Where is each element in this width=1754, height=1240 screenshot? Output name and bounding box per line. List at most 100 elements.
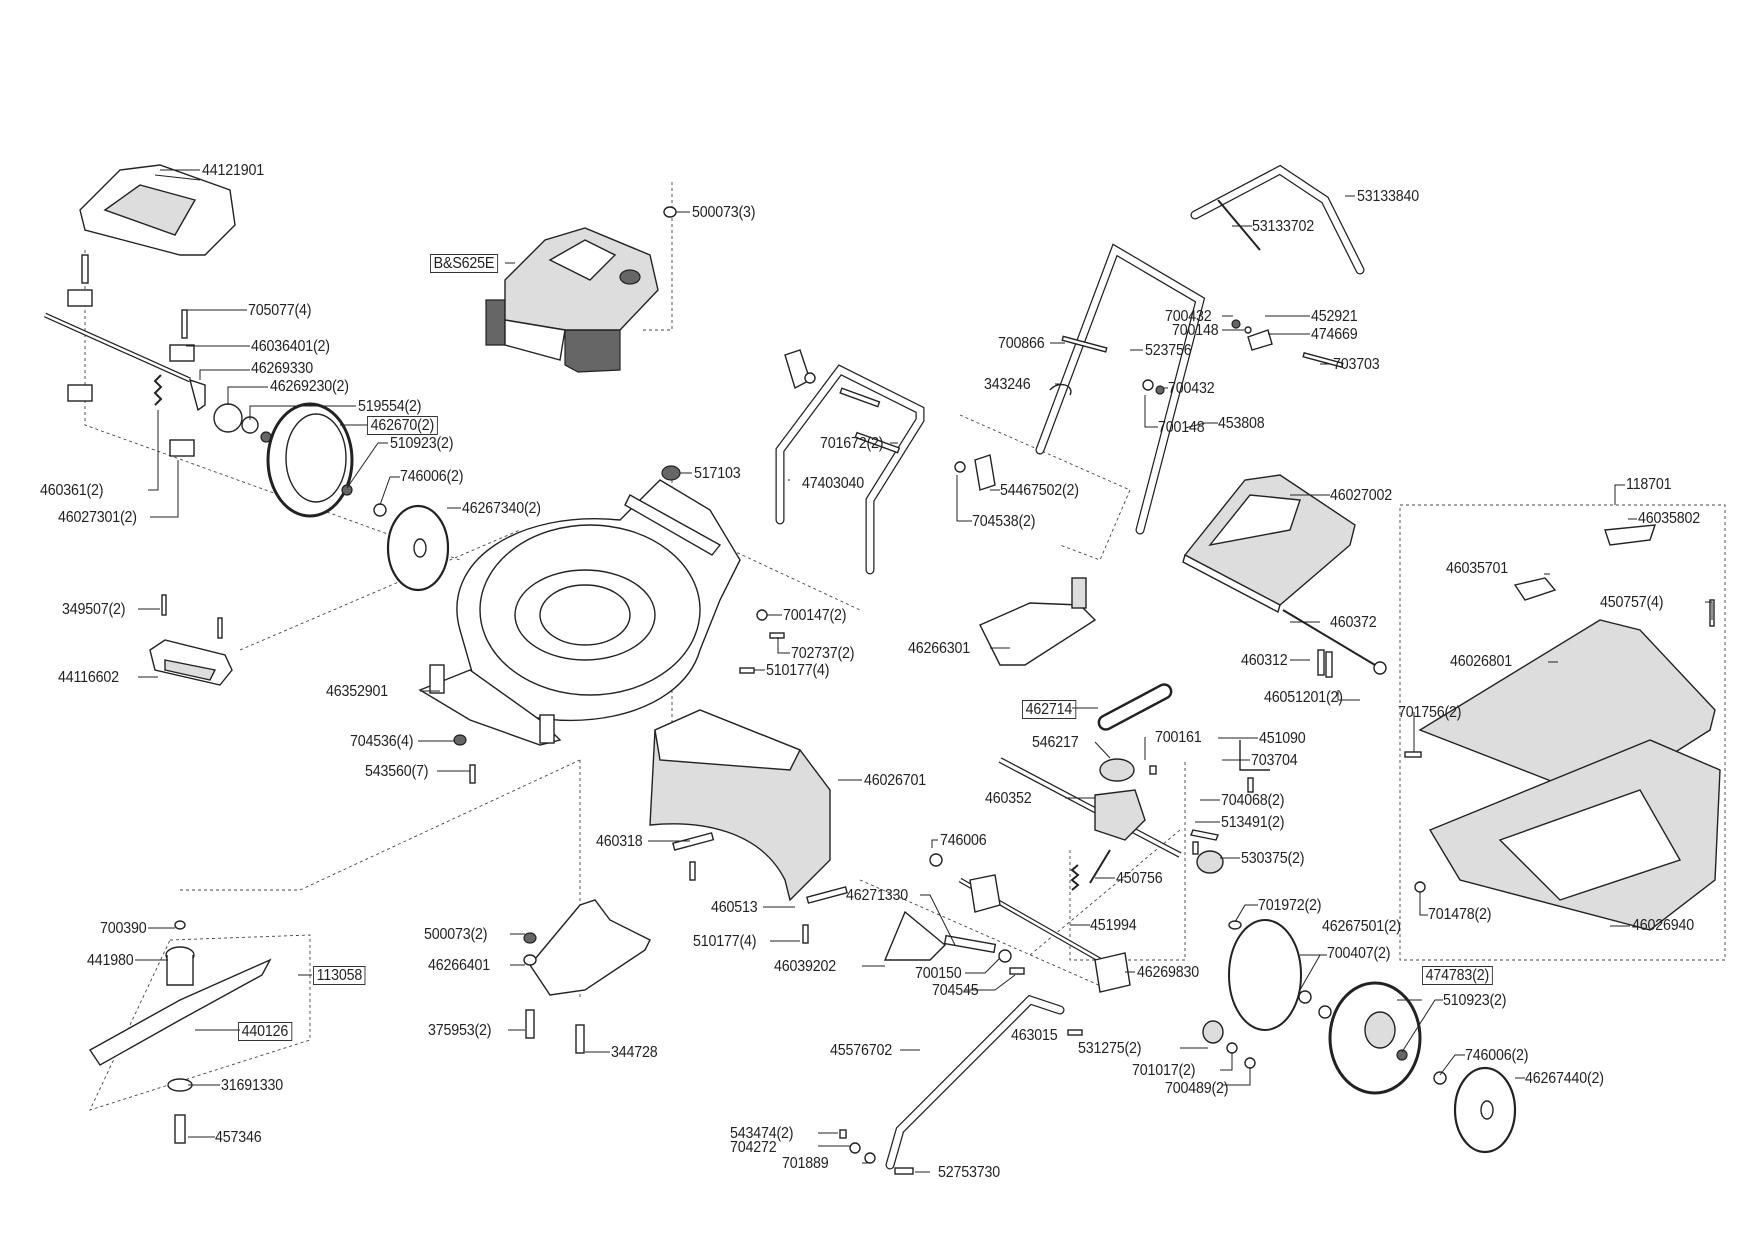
part-label-46271330[interactable]: 46271330 (846, 887, 908, 904)
part-label-46269330[interactable]: 46269330 (251, 360, 313, 377)
part-label-453808[interactable]: 453808 (1218, 415, 1265, 432)
part-label-45576702[interactable]: 45576702 (830, 1042, 892, 1059)
part-label-510177-deck[interactable]: 510177(4) (766, 662, 830, 679)
part-label-463015[interactable]: 463015 (1011, 1027, 1058, 1044)
part-label-344728[interactable]: 344728 (611, 1044, 658, 1061)
part-label-460318[interactable]: 460318 (596, 833, 643, 850)
part-label-702737[interactable]: 702737(2) (791, 645, 855, 662)
part-label-451090[interactable]: 451090 (1259, 730, 1306, 747)
part-label-462714[interactable]: 462714 (1022, 700, 1076, 719)
part-label-700150[interactable]: 700150 (915, 965, 962, 982)
part-label-700148-bottom[interactable]: 700148 (1158, 419, 1205, 436)
part-label-44121901[interactable]: 44121901 (202, 162, 264, 179)
part-label-47403040[interactable]: 47403040 (802, 475, 864, 492)
part-label-701478[interactable]: 701478(2) (1428, 906, 1492, 923)
part-label-701972[interactable]: 701972(2) (1258, 897, 1322, 914)
part-label-474783[interactable]: 474783(2) (1422, 966, 1493, 985)
part-label-700147[interactable]: 700147(2) (783, 607, 847, 624)
part-label-46266301[interactable]: 46266301 (908, 640, 970, 657)
part-label-452921[interactable]: 452921 (1311, 308, 1358, 325)
part-label-700489[interactable]: 700489(2) (1165, 1080, 1229, 1097)
part-label-460312[interactable]: 460312 (1241, 652, 1288, 669)
part-label-460352[interactable]: 460352 (985, 790, 1032, 807)
part-label-704536[interactable]: 704536(4) (350, 733, 414, 750)
part-label-500073-top[interactable]: 500073(3) (692, 204, 756, 221)
part-label-746006-rear[interactable]: 746006(2) (1465, 1047, 1529, 1064)
part-label-523756[interactable]: 523756 (1145, 342, 1192, 359)
part-label-53133702[interactable]: 53133702 (1252, 218, 1314, 235)
part-label-543560[interactable]: 543560(7) (365, 763, 429, 780)
part-label-531275[interactable]: 531275(2) (1078, 1040, 1142, 1057)
part-label-450756[interactable]: 450756 (1116, 870, 1163, 887)
part-label-440126[interactable]: 440126 (238, 1022, 292, 1041)
part-label-460372[interactable]: 460372 (1330, 614, 1377, 631)
part-label-46267440[interactable]: 46267440(2) (1525, 1070, 1604, 1087)
part-label-701672[interactable]: 701672(2) (820, 435, 884, 452)
part-label-510923-rear[interactable]: 510923(2) (1443, 992, 1507, 1009)
part-label-457346[interactable]: 457346 (215, 1129, 262, 1146)
part-label-46269830[interactable]: 46269830 (1137, 964, 1199, 981)
part-label-701889[interactable]: 701889 (782, 1155, 829, 1172)
part-label-375953[interactable]: 375953(2) (428, 1022, 492, 1039)
part-label-31691330[interactable]: 31691330 (221, 1077, 283, 1094)
part-label-700432-top[interactable]: 700432 (1165, 308, 1212, 325)
part-label-46035701[interactable]: 46035701 (1446, 560, 1508, 577)
part-label-519554[interactable]: 519554(2) (358, 398, 422, 415)
part-label-engine[interactable]: B&S625E (430, 254, 498, 273)
part-label-441980[interactable]: 441980 (87, 952, 134, 969)
part-label-543474[interactable]: 543474(2) (730, 1125, 794, 1142)
part-label-451994[interactable]: 451994 (1090, 917, 1137, 934)
part-label-546217[interactable]: 546217 (1032, 734, 1079, 751)
part-label-530375[interactable]: 530375(2) (1241, 850, 1305, 867)
part-label-460361[interactable]: 460361(2) (40, 482, 104, 499)
part-label-701756[interactable]: 701756(2) (1398, 704, 1462, 721)
part-label-704068[interactable]: 704068(2) (1221, 792, 1285, 809)
part-label-704272[interactable]: 704272 (730, 1139, 777, 1156)
part-label-701017[interactable]: 701017(2) (1132, 1062, 1196, 1079)
part-label-700432-bottom[interactable]: 700432 (1168, 380, 1215, 397)
part-label-460513[interactable]: 460513 (711, 899, 758, 916)
part-label-46035802[interactable]: 46035802 (1638, 510, 1700, 527)
part-label-700148-top[interactable]: 700148 (1172, 322, 1219, 339)
part-label-46026701[interactable]: 46026701 (864, 772, 926, 789)
part-label-113058[interactable]: 113058 (313, 966, 366, 985)
part-label-517103[interactable]: 517103 (694, 465, 741, 482)
part-label-700161[interactable]: 700161 (1155, 729, 1202, 746)
part-label-118701[interactable]: 118701 (1626, 476, 1672, 493)
part-label-46026940[interactable]: 46026940 (1632, 917, 1694, 934)
part-label-44116602[interactable]: 44116602 (58, 669, 119, 686)
part-label-700407[interactable]: 700407(2) (1327, 945, 1391, 962)
part-label-46027002[interactable]: 46027002 (1330, 487, 1392, 504)
part-label-46267501[interactable]: 46267501(2) (1322, 918, 1401, 935)
part-label-474669[interactable]: 474669 (1311, 326, 1358, 343)
part-label-46039202[interactable]: 46039202 (774, 958, 836, 975)
part-label-513491[interactable]: 513491(2) (1221, 814, 1285, 831)
part-label-510923-front[interactable]: 510923(2) (390, 435, 454, 452)
part-label-46026801[interactable]: 46026801 (1450, 653, 1512, 670)
part-label-46036401[interactable]: 46036401(2) (251, 338, 330, 355)
part-label-703704[interactable]: 703704 (1251, 752, 1298, 769)
part-label-52753730[interactable]: 52753730 (938, 1164, 1000, 1181)
part-label-704545[interactable]: 704545 (932, 982, 979, 999)
part-label-54467502[interactable]: 54467502(2) (1000, 482, 1079, 499)
part-label-349507[interactable]: 349507(2) (62, 601, 126, 618)
part-label-510177-flap[interactable]: 510177(4) (693, 933, 757, 950)
part-label-46027301[interactable]: 46027301(2) (58, 509, 137, 526)
part-label-703703[interactable]: 703703 (1333, 356, 1380, 373)
part-label-704538[interactable]: 704538(2) (972, 513, 1036, 530)
part-label-46267340[interactable]: 46267340(2) (462, 500, 541, 517)
part-label-53133840[interactable]: 53133840 (1357, 188, 1419, 205)
part-label-46266401[interactable]: 46266401 (428, 957, 490, 974)
part-label-462670[interactable]: 462670(2) (367, 416, 438, 435)
part-label-700866[interactable]: 700866 (998, 335, 1045, 352)
part-label-705077[interactable]: 705077(4) (248, 302, 312, 319)
part-label-343246[interactable]: 343246 (984, 376, 1031, 393)
part-label-500073-plug[interactable]: 500073(2) (424, 926, 488, 943)
part-label-746006-axle[interactable]: 746006 (940, 832, 987, 849)
part-label-46352901[interactable]: 46352901 (326, 683, 388, 700)
part-label-450757[interactable]: 450757(4) (1600, 594, 1664, 611)
part-label-46051201[interactable]: 46051201(2) (1264, 689, 1343, 706)
part-label-746006-front[interactable]: 746006(2) (400, 468, 464, 485)
part-label-46269230[interactable]: 46269230(2) (270, 378, 349, 395)
part-label-700390[interactable]: 700390 (100, 920, 147, 937)
